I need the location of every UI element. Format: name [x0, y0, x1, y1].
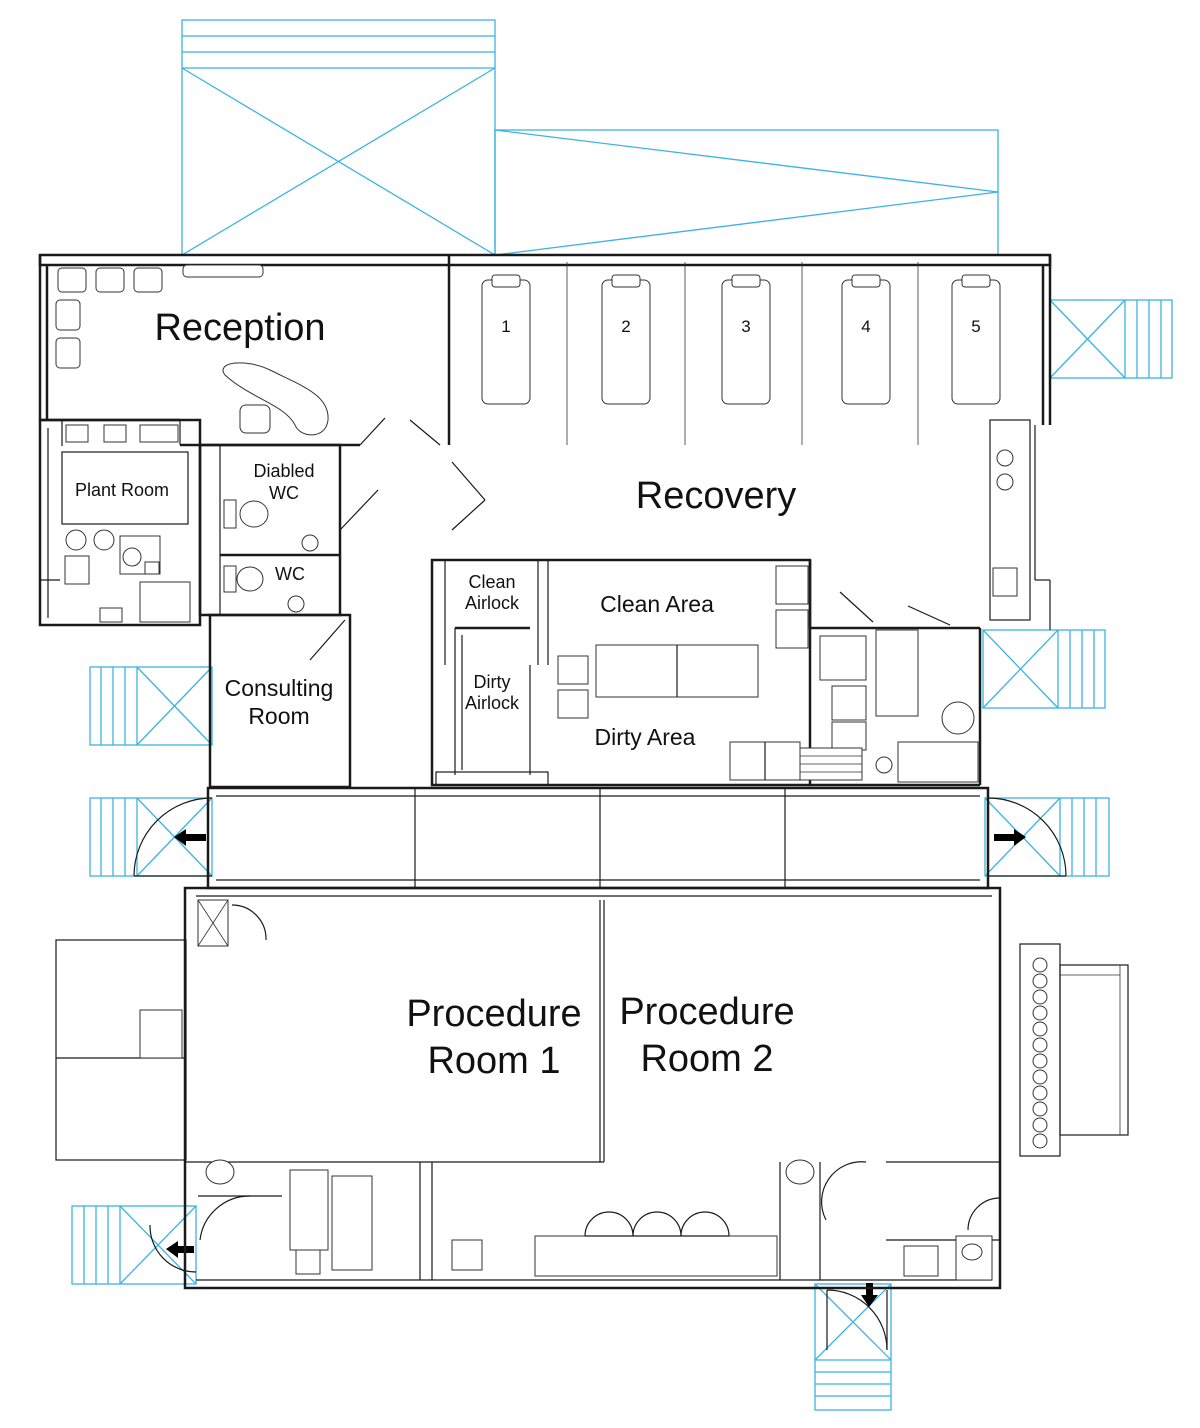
label-line: Room 1 — [427, 1040, 560, 1082]
label-line: Room — [248, 703, 309, 729]
label-line: Consulting — [225, 675, 334, 701]
room-label-plant-room: Plant Room — [75, 480, 169, 500]
label-line: WC — [269, 483, 299, 503]
label-line: Clean — [468, 572, 515, 592]
room-label-recovery: Recovery — [636, 475, 797, 517]
bay-numbers: 1 2 3 4 5 — [501, 317, 980, 336]
bay-number: 3 — [741, 317, 750, 336]
recovery-bays — [481, 262, 1051, 630]
external-canopies — [181, 19, 999, 256]
procedure-module — [55, 886, 1129, 1351]
top-module-walls — [38, 253, 1052, 789]
clean-dirty-block — [430, 558, 982, 787]
bay-number: 1 — [501, 317, 510, 336]
label-line: Airlock — [465, 693, 520, 713]
label-line: Room 2 — [640, 1038, 773, 1080]
bay-number: 4 — [861, 317, 870, 336]
exit-arrow-icon — [174, 829, 206, 846]
corridor — [133, 786, 1067, 890]
room-label-wc: WC — [275, 564, 305, 584]
label-line: Procedure — [619, 991, 794, 1033]
exit-arrow-icon — [994, 829, 1026, 846]
bay-number: 2 — [621, 317, 630, 336]
bay-number: 5 — [971, 317, 980, 336]
room-label-dirty-area: Dirty Area — [595, 724, 696, 750]
label-line: Diabled — [253, 461, 314, 481]
room-label-reception: Reception — [154, 307, 325, 349]
label-line: Airlock — [465, 593, 520, 613]
room-label-clean-area: Clean Area — [600, 591, 714, 617]
exit-arrow-icon — [166, 1241, 194, 1258]
label-line: Procedure — [406, 993, 581, 1035]
label-line: Dirty — [474, 672, 511, 692]
exit-arrow-icon — [861, 1283, 878, 1307]
exit-arrows — [166, 829, 1026, 1307]
